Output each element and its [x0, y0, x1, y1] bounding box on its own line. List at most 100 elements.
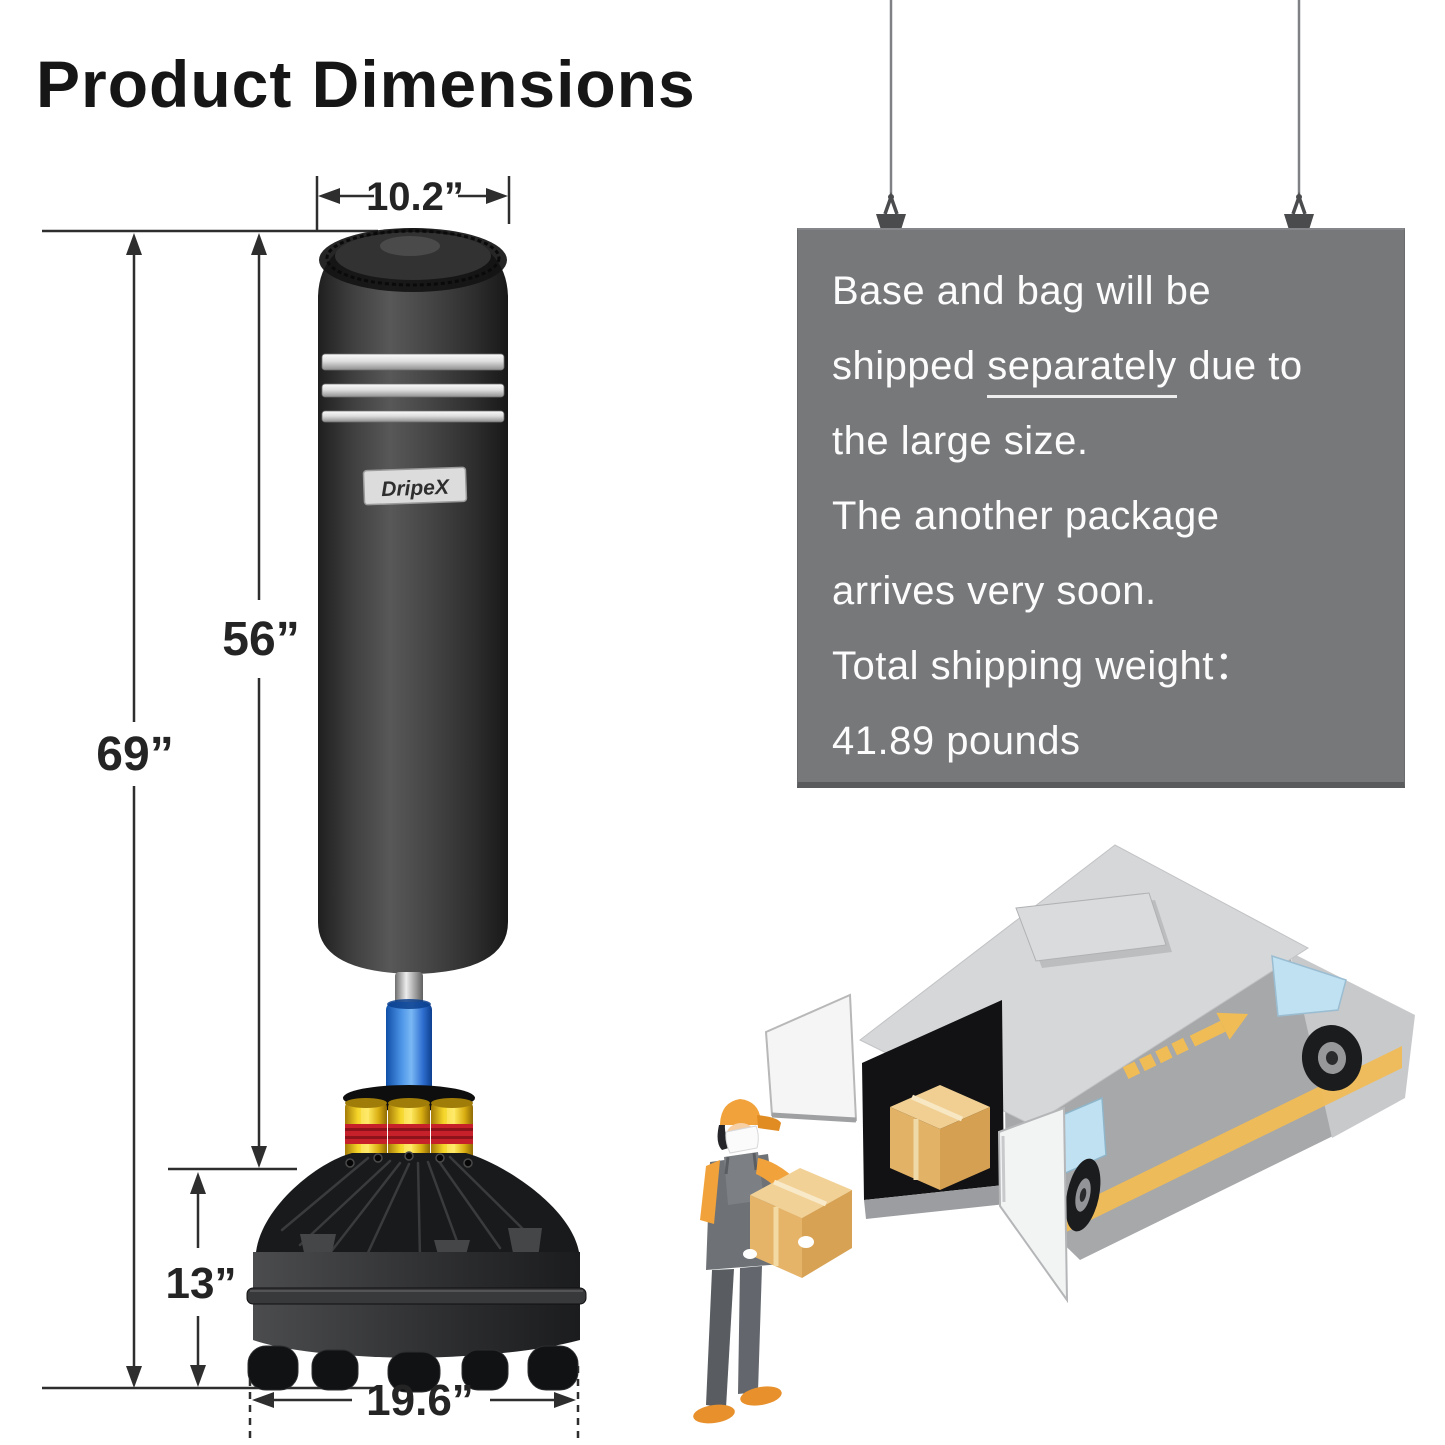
dimension-arrowheads [126, 188, 576, 1408]
text-segment: shipped [832, 344, 988, 388]
underlined-text: separately [987, 344, 1177, 398]
delivery-van [764, 844, 1415, 1304]
base-drum [253, 1252, 580, 1358]
front-wheel-icon [1301, 1025, 1363, 1091]
cab-window [1271, 954, 1347, 1017]
door-edge [771, 1112, 857, 1123]
delivery-person [693, 1099, 852, 1424]
van-yellow-stripe [1058, 1046, 1402, 1236]
arrow-down-total [126, 1366, 142, 1388]
blue-tube-cap [387, 999, 431, 1009]
sleeve-left [700, 1160, 720, 1224]
arrow-down-bag [251, 1146, 267, 1168]
base-group [246, 1151, 587, 1393]
van-rear-door-near [997, 1106, 1069, 1304]
spring-rod [395, 972, 423, 1006]
shipping-notice-text: Base and bag will be shipped separately d… [832, 254, 1384, 779]
spring-band-line [431, 1128, 473, 1131]
cap [720, 1099, 761, 1125]
spring-band-line [388, 1128, 430, 1131]
spring-band-line [388, 1136, 430, 1139]
suction-cup [461, 1349, 509, 1391]
spring-top [431, 1098, 473, 1108]
page-title: Product Dimensions [36, 47, 696, 121]
leg-left [706, 1269, 734, 1408]
sign-hanger [876, 0, 1314, 233]
arrow-right-base-width [554, 1392, 576, 1408]
brand-banner-plate [362, 466, 468, 506]
spring-red-band [431, 1124, 473, 1144]
cap-brim [757, 1115, 781, 1131]
delivery-scene [693, 844, 1415, 1424]
glove-right [798, 1236, 814, 1248]
arrow-up-total [126, 233, 142, 255]
text-segment: The another package [832, 494, 1220, 538]
spring-top [345, 1098, 387, 1108]
cargo-box [890, 1085, 990, 1190]
shipping-notice-line: 41.89 pounds [832, 704, 1384, 779]
spring-band-line [345, 1136, 387, 1139]
base-dome [256, 1153, 579, 1262]
text-segment: due to [1176, 344, 1303, 388]
dimension-label-bag-height: 56” [222, 613, 299, 666]
arrow-decal-icon [1122, 1012, 1249, 1079]
shipping-notice-line: The another package [832, 479, 1384, 554]
van-rear-door-far [764, 993, 858, 1123]
bag-body [318, 228, 508, 974]
leg-right [738, 1266, 762, 1394]
bag-top-highlight [380, 236, 440, 256]
spring-red-band [388, 1124, 430, 1144]
arrow-up-base [190, 1172, 206, 1194]
dimension-lines [42, 176, 580, 1440]
punching-bag-graphic: DripeX [246, 228, 587, 1393]
shoe-right [740, 1386, 782, 1406]
carried-box-tape [773, 1179, 827, 1207]
dimension-label-bag-width: 10.2” [366, 175, 464, 219]
suction-cups [247, 1345, 579, 1393]
text-segment: Base and bag will be [832, 269, 1212, 313]
base-dome-folds [280, 1155, 534, 1260]
spring-left [345, 1098, 387, 1164]
shipping-notice-line: arrives very soon. [832, 554, 1384, 629]
arrow-right-width [486, 188, 508, 204]
text-segment: Total shipping weight： [832, 644, 1255, 688]
spring-top [388, 1098, 430, 1108]
rear-wheel-icon [1065, 1158, 1101, 1232]
arrow-left-base-width [252, 1392, 274, 1408]
brand-label: DripeX [381, 476, 451, 501]
shipping-notice-line: shipped separately due to [832, 329, 1384, 404]
door-edge [1001, 1135, 1006, 1203]
spring-hooks [345, 1151, 473, 1168]
cargo-box-tape [910, 1094, 964, 1122]
text-segment: arrives very soon. [832, 569, 1157, 613]
shoe-left [693, 1404, 735, 1424]
rear-bumper [864, 1185, 1006, 1219]
bag-top-inner [335, 232, 491, 280]
punching-bag-dimension-diagram: DripeX [42, 175, 587, 1440]
spring-red-band [345, 1124, 387, 1144]
suction-cup [311, 1349, 359, 1391]
bag-stripe-1 [321, 353, 505, 371]
shipping-notice-sign: Base and bag will be shipped separately d… [797, 228, 1405, 788]
bag-silver-stripes [321, 353, 505, 423]
suction-cup [247, 1345, 299, 1391]
bag-stripe-3 [321, 410, 505, 423]
face-mask [725, 1125, 759, 1154]
shipping-notice-line: Total shipping weight： [832, 629, 1384, 704]
springs-group [345, 1098, 473, 1164]
overalls-strap [724, 1156, 730, 1175]
suction-cup [387, 1351, 441, 1393]
carried-box-right [802, 1190, 852, 1278]
dimension-label-base-width: 19.6” [366, 1376, 474, 1425]
text-segment: 41.89 pounds [832, 719, 1081, 763]
glove-left [743, 1249, 757, 1259]
bag-stripe-2 [321, 383, 505, 398]
spring-right [431, 1098, 473, 1164]
cargo-box-right [940, 1107, 990, 1190]
suction-cup [527, 1345, 579, 1391]
base-drum-lip [246, 1287, 587, 1305]
text-segment: the large size. [832, 419, 1089, 463]
brand-banner: DripeX [362, 466, 468, 506]
bag-top-texture [325, 229, 501, 287]
